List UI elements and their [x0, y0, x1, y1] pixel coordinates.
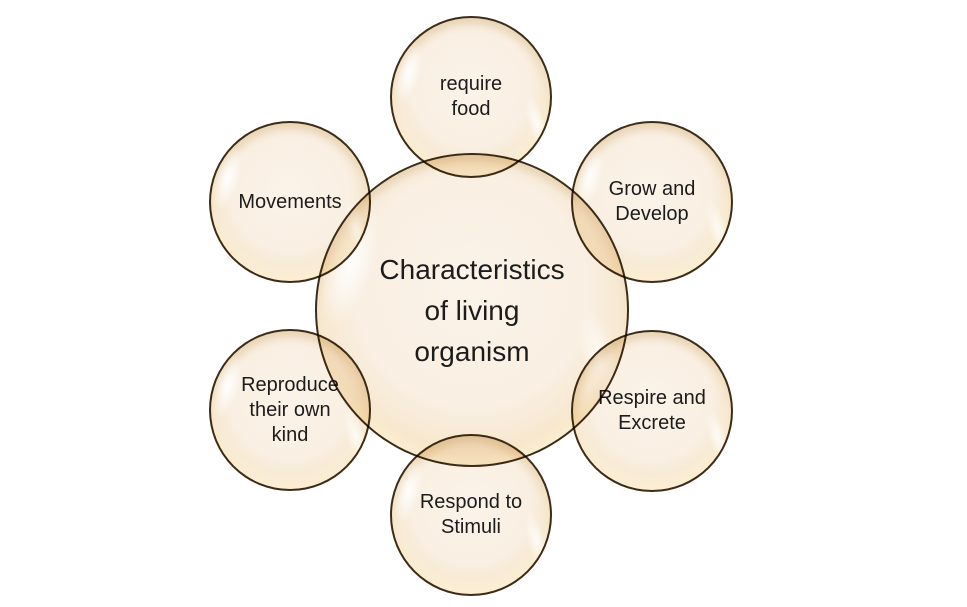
node-reproduce-their-own-kind: Reproduce their own kind [209, 329, 371, 491]
node-center-label: Characteristics of living organism [379, 253, 565, 367]
node-respire-and-excrete-label: Respire and Excrete [598, 387, 706, 434]
node-respire-and-excrete: Respire and Excrete [571, 330, 733, 492]
node-movements-label: Movements [238, 190, 342, 213]
node-require-food-label: require food [439, 73, 503, 120]
node-respond-to-stimuli: Respond to Stimuli [390, 434, 552, 596]
node-movements: Movements [209, 121, 371, 283]
node-grow-and-develop-label: Grow and Develop [608, 178, 696, 225]
node-grow-and-develop: Grow and Develop [571, 121, 733, 283]
node-reproduce-their-own-kind-label: Reproduce their own kind [241, 373, 339, 446]
node-require-food: require food [390, 16, 552, 178]
node-respond-to-stimuli-label: Respond to Stimuli [419, 491, 523, 538]
